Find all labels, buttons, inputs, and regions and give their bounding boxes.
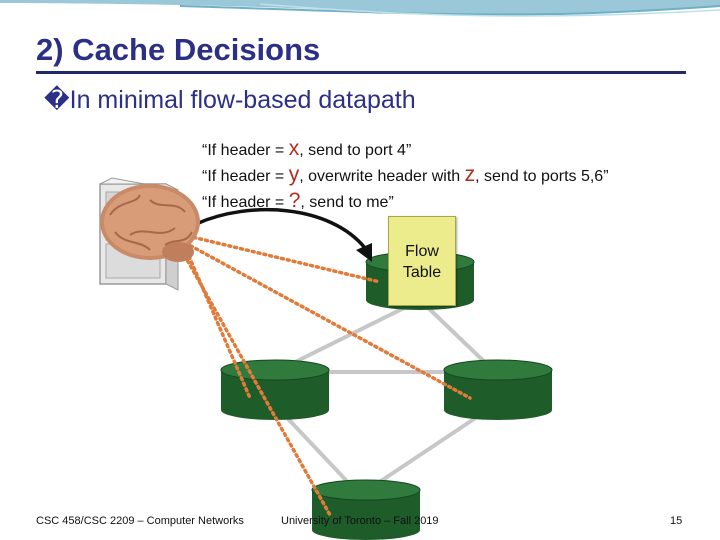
header-wave-decoration — [0, 0, 720, 17]
rule-text: , overwrite header with — [299, 168, 465, 185]
switch-icon — [220, 359, 330, 420]
title-underline — [36, 71, 686, 74]
rule-line: “If header = x, send to port 4” — [202, 137, 609, 163]
page-number: 15 — [670, 515, 683, 527]
rule-text: , send to ports 5,6” — [475, 168, 609, 185]
rule-text: “If header = — [202, 168, 289, 185]
bullet-text: In minimal flow-based datapath — [69, 86, 416, 114]
rule-text: “If header = — [202, 142, 289, 159]
flow-table-label: Table — [402, 264, 442, 281]
header-variable: y — [288, 163, 300, 186]
header-variable: ? — [288, 189, 301, 212]
curved-arrow-icon — [195, 208, 372, 262]
bullet-item: �In minimal flow-based datapath — [44, 85, 416, 115]
rule-line: “If header = y, overwrite header with z,… — [202, 163, 609, 189]
switch-icon — [311, 479, 421, 540]
header-variable: z — [464, 163, 476, 186]
flow-table: Flow Table — [388, 216, 456, 306]
rule-text: , send to port 4” — [299, 142, 412, 159]
flow-rules: “If header = x, send to port 4” “If head… — [202, 137, 609, 215]
flow-table-label: Flow — [405, 243, 439, 260]
footer-course: CSC 458/CSC 2209 – Computer Networks — [36, 515, 244, 527]
switch-icon — [443, 359, 553, 420]
bullet-glyph: � — [44, 86, 70, 114]
brain-icon — [100, 184, 200, 262]
header-variable: x — [288, 137, 300, 160]
slide-title: 2) Cache Decisions — [36, 32, 321, 67]
rule-line: “If header = ?, send to me” — [202, 189, 609, 215]
rule-text: , send to me” — [300, 194, 394, 211]
control-connections — [174, 234, 472, 517]
footer-university: University of Toronto – Fall 2019 — [281, 515, 439, 527]
rule-text: “If header = — [202, 194, 289, 211]
